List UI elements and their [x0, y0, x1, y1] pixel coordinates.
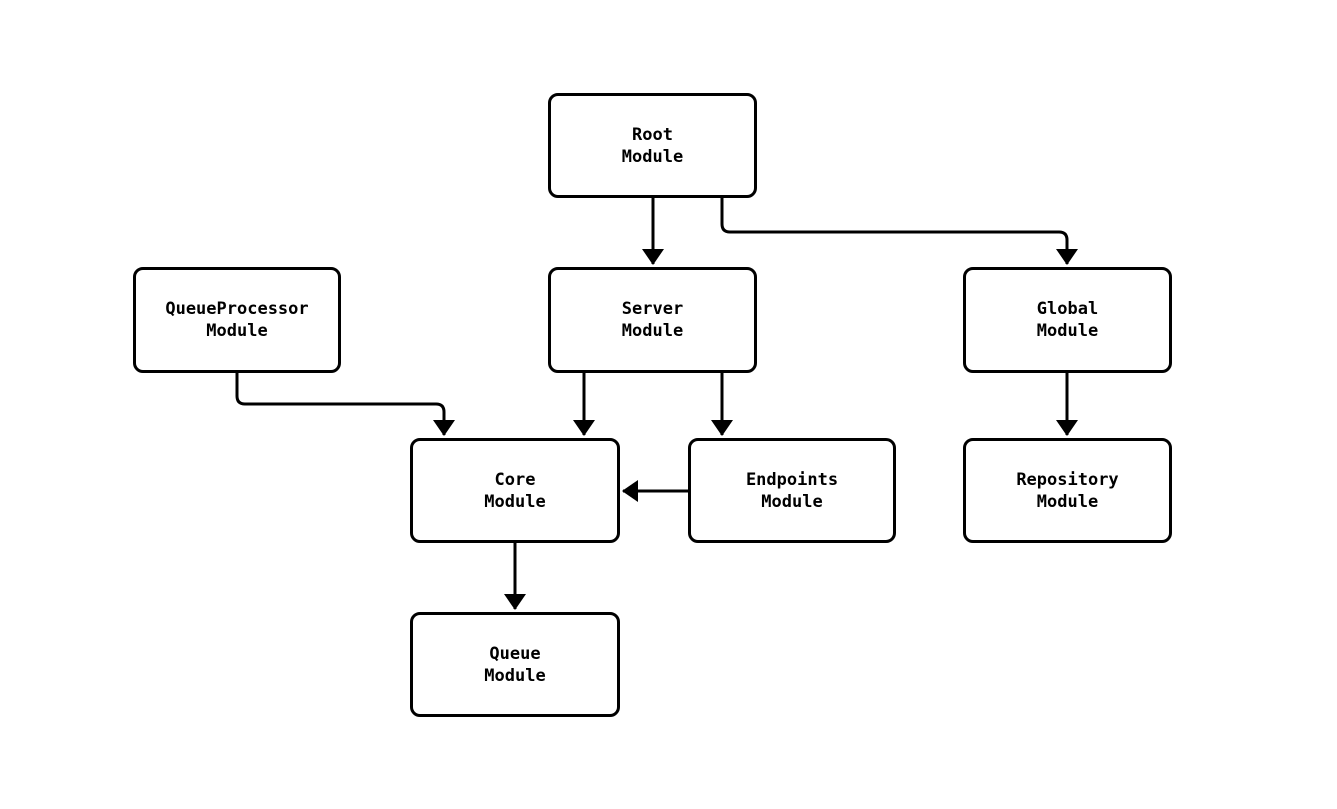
node-core-module: Core Module [410, 438, 620, 543]
node-queue-module-label: Queue Module [484, 643, 546, 686]
node-repository-module-label: Repository Module [1016, 469, 1119, 512]
node-endpoints-module-label: Endpoints Module [745, 469, 839, 512]
node-global-module: Global Module [963, 267, 1172, 373]
edge-queueprocessor-to-core [235, 373, 455, 436]
node-queue-module: Queue Module [410, 612, 620, 717]
node-core-module-label: Core Module [484, 469, 546, 512]
node-root-module-label: Root Module [621, 124, 684, 167]
node-root-module: Root Module [548, 93, 757, 198]
node-endpoints-module: Endpoints Module [688, 438, 896, 543]
node-server-module: Server Module [548, 267, 757, 373]
node-queueprocessor-module-label: QueueProcessor Module [165, 299, 309, 341]
node-global-module-label: Global Module [1036, 299, 1099, 341]
edge-root-to-global [720, 198, 1078, 265]
node-repository-module: Repository Module [963, 438, 1172, 543]
node-queueprocessor-module: QueueProcessor Module [133, 267, 341, 373]
node-server-module-label: Server Module [621, 299, 684, 341]
